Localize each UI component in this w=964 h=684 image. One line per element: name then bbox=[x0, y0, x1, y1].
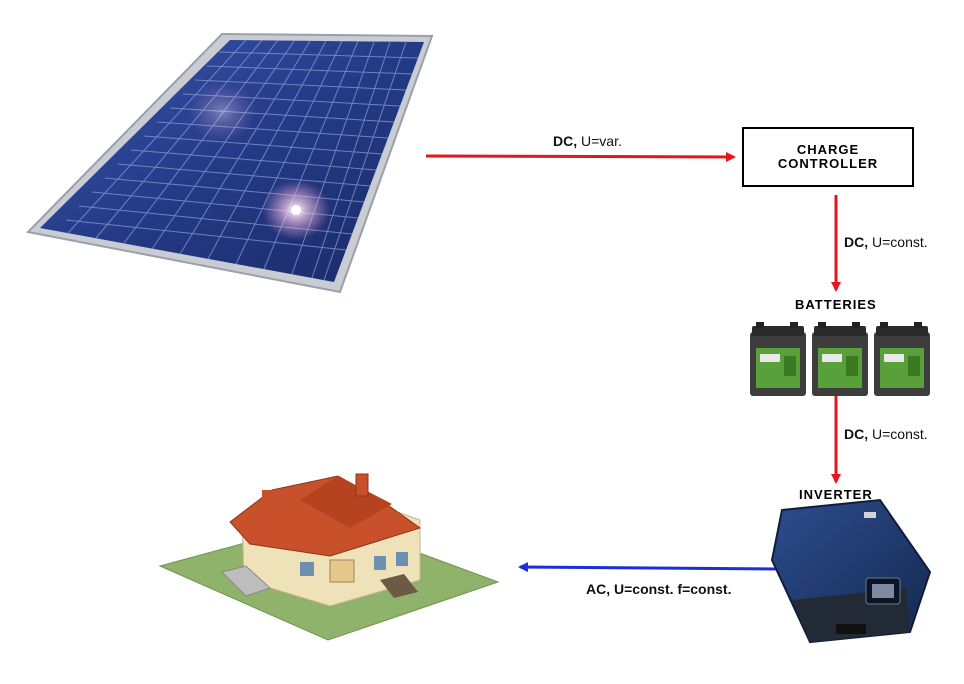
connection-label-panel-controller: DC, U=var. bbox=[553, 133, 622, 149]
charge-controller-line1: CHARGE bbox=[796, 142, 860, 157]
connection-label-batteries-inverter: DC, U=const. bbox=[844, 426, 928, 442]
charge-controller-box: CHARGE CONTROLLER bbox=[742, 127, 914, 187]
inverter-label: INVERTER bbox=[799, 487, 873, 502]
batteries-icon bbox=[750, 322, 930, 396]
house-icon bbox=[158, 473, 500, 641]
connection-label-controller-batteries: DC, U=const. bbox=[844, 234, 928, 250]
arrow-inverter-to-house bbox=[518, 562, 778, 573]
batteries-label: BATTERIES bbox=[795, 297, 877, 312]
inverter-icon bbox=[770, 498, 932, 644]
charge-controller-line2: CONTROLLER bbox=[777, 156, 879, 171]
solar-panel-icon bbox=[25, 32, 434, 294]
arrow-panel-to-controller bbox=[425, 151, 736, 162]
connection-label-inverter-house: AC, U=const. f=const. bbox=[586, 581, 732, 597]
